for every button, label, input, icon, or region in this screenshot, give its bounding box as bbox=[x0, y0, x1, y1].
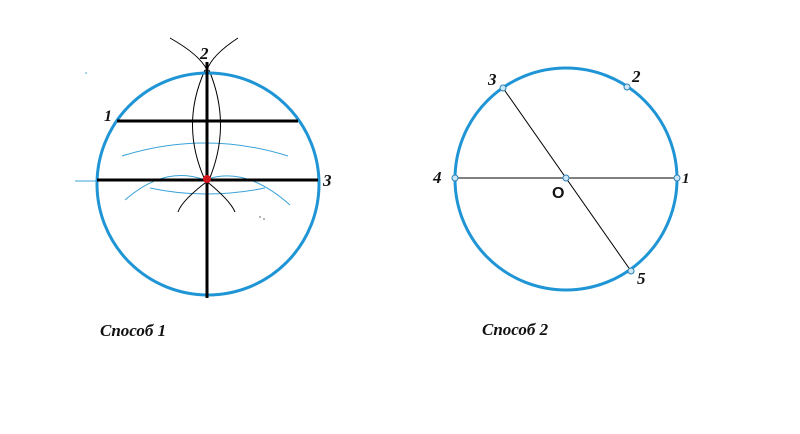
method1-caption: Способ 1 bbox=[100, 321, 166, 340]
method2-caption: Способ 2 bbox=[482, 320, 549, 339]
lens-arc-right bbox=[177, 69, 221, 213]
center-mark bbox=[203, 175, 211, 183]
point-4 bbox=[451, 174, 459, 182]
point-5 bbox=[627, 267, 635, 275]
tick-dot bbox=[85, 72, 87, 74]
method1-figure: 1 2 3 Способ 1 bbox=[75, 37, 332, 340]
method2-label-5: 5 bbox=[637, 269, 646, 288]
method2-label-4: 4 bbox=[432, 168, 442, 187]
tick-dot bbox=[263, 218, 265, 220]
construction-arc-left-upper bbox=[121, 142, 289, 157]
method1-label-1: 1 bbox=[104, 108, 112, 125]
point-3 bbox=[499, 84, 507, 92]
method2-label-1: 1 bbox=[682, 171, 690, 187]
lens-arc-upper-right bbox=[206, 37, 239, 71]
method2-label-2: 2 bbox=[631, 67, 641, 86]
method1-label-2: 2 bbox=[199, 44, 209, 63]
method2-label-3: 3 bbox=[487, 70, 497, 89]
lens-arc-left bbox=[192, 69, 236, 213]
point-2 bbox=[623, 83, 631, 91]
point-1 bbox=[673, 174, 681, 182]
construction-arc-left-lower bbox=[124, 175, 206, 201]
method2-label-center: O bbox=[552, 185, 564, 202]
method1-label-3: 3 bbox=[322, 171, 332, 190]
tick-dot bbox=[259, 216, 261, 218]
center-point-o bbox=[562, 174, 570, 182]
method2-figure: 1 2 3 4 5 O Способ 2 bbox=[432, 66, 690, 339]
